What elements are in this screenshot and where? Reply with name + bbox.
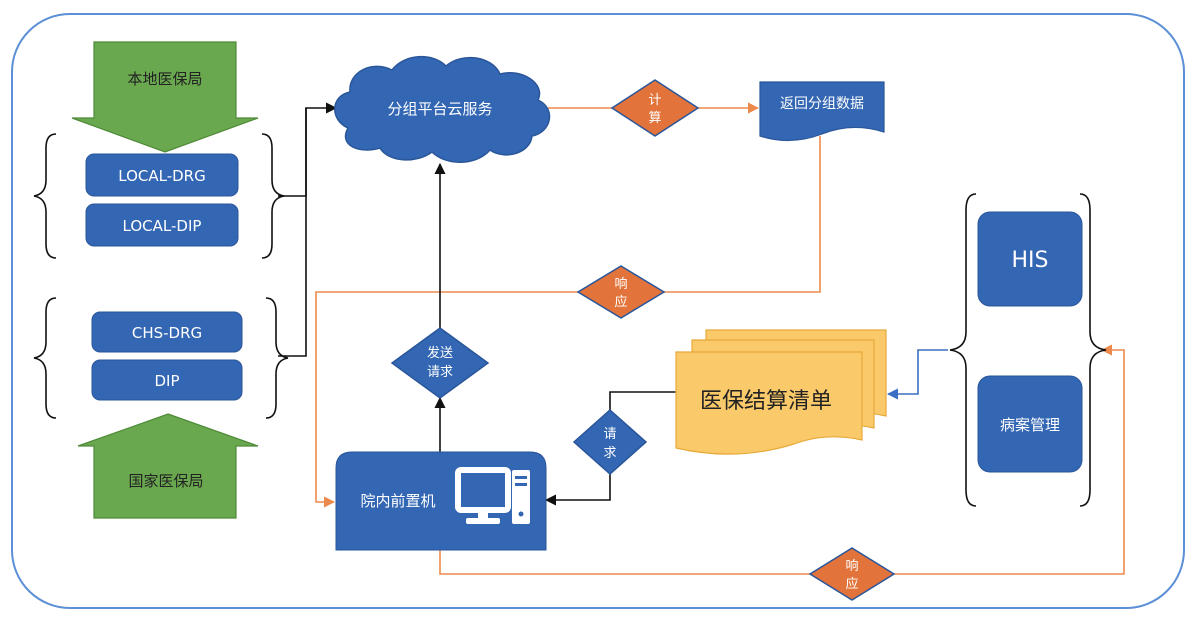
his-right-brace	[1079, 193, 1107, 507]
settlement-list-doc[interactable]: 医保结算清单	[675, 329, 887, 455]
cloud-label: 分组平台云服务	[387, 100, 492, 118]
calc-label-1: 计	[648, 93, 661, 108]
national-bureau-label: 国家医保局	[128, 472, 203, 490]
request-label-1: 请	[603, 427, 616, 442]
return-data-label: 返回分组数据	[780, 96, 864, 112]
dip-box[interactable]: DIP	[91, 359, 243, 401]
dip-label: DIP	[154, 372, 179, 390]
front-machine-box[interactable]: 院内前置机	[335, 451, 547, 551]
response-bottom-label-2: 应	[845, 576, 858, 592]
connector-his-to-settlement	[886, 349, 948, 400]
front-machine-label: 院内前置机	[360, 492, 435, 510]
response-bottom-label-1: 响	[845, 558, 858, 574]
return-data-doc[interactable]: 返回分组数据	[759, 81, 885, 142]
his-left-brace	[949, 193, 977, 507]
outer-frame	[11, 13, 1185, 609]
connector-local-to-cloud	[278, 102, 338, 197]
calc-diamond: 计 算	[610, 79, 700, 137]
national-left-brace	[33, 297, 57, 419]
local-drg-label: LOCAL-DRG	[118, 167, 205, 185]
settlement-list-label: 医保结算清单	[700, 389, 832, 414]
computer-icon	[455, 467, 530, 524]
request-diamond: 请 求	[572, 408, 648, 476]
local-dip-label: LOCAL-DIP	[123, 217, 202, 235]
chs-drg-box[interactable]: CHS-DRG	[91, 311, 243, 353]
response-top-label-1: 响	[614, 276, 627, 292]
local-bureau-label: 本地医保局	[127, 70, 202, 88]
his-box[interactable]: HIS	[977, 211, 1083, 307]
local-bureau-arrow: 本地医保局	[71, 41, 259, 153]
send-label-2: 请求	[427, 365, 453, 380]
chs-drg-label: CHS-DRG	[132, 324, 202, 342]
send-label-1: 发送	[427, 345, 453, 361]
connector-front-to-response	[439, 550, 810, 575]
cloud-service[interactable]: 分组平台云服务	[334, 55, 551, 163]
connector-settlement-to-request	[609, 391, 676, 410]
send-request-diamond: 发送 请求	[390, 327, 490, 399]
case-mgmt-box[interactable]: 病案管理	[977, 375, 1083, 473]
national-bureau-arrow: 国家医保局	[77, 413, 259, 519]
response-diamond-top: 响 应	[576, 265, 666, 319]
request-label-2: 求	[603, 446, 616, 461]
connector-response-to-his	[894, 344, 1125, 575]
local-dip-box[interactable]: LOCAL-DIP	[85, 203, 239, 247]
calc-label-2: 算	[648, 111, 661, 126]
national-right-brace	[265, 297, 289, 419]
response-diamond-bottom: 响 应	[808, 547, 896, 601]
connector-national-to-cloud	[278, 108, 307, 357]
local-drg-box[interactable]: LOCAL-DRG	[85, 153, 239, 197]
response-top-label-2: 应	[614, 294, 627, 310]
local-right-brace	[261, 133, 285, 259]
connector-return-response	[664, 136, 821, 293]
case-mgmt-label: 病案管理	[1000, 416, 1060, 434]
connector-request-to-front	[544, 474, 611, 506]
his-label: HIS	[1012, 248, 1049, 273]
local-left-brace	[33, 133, 57, 259]
connector-response-front	[315, 291, 578, 508]
